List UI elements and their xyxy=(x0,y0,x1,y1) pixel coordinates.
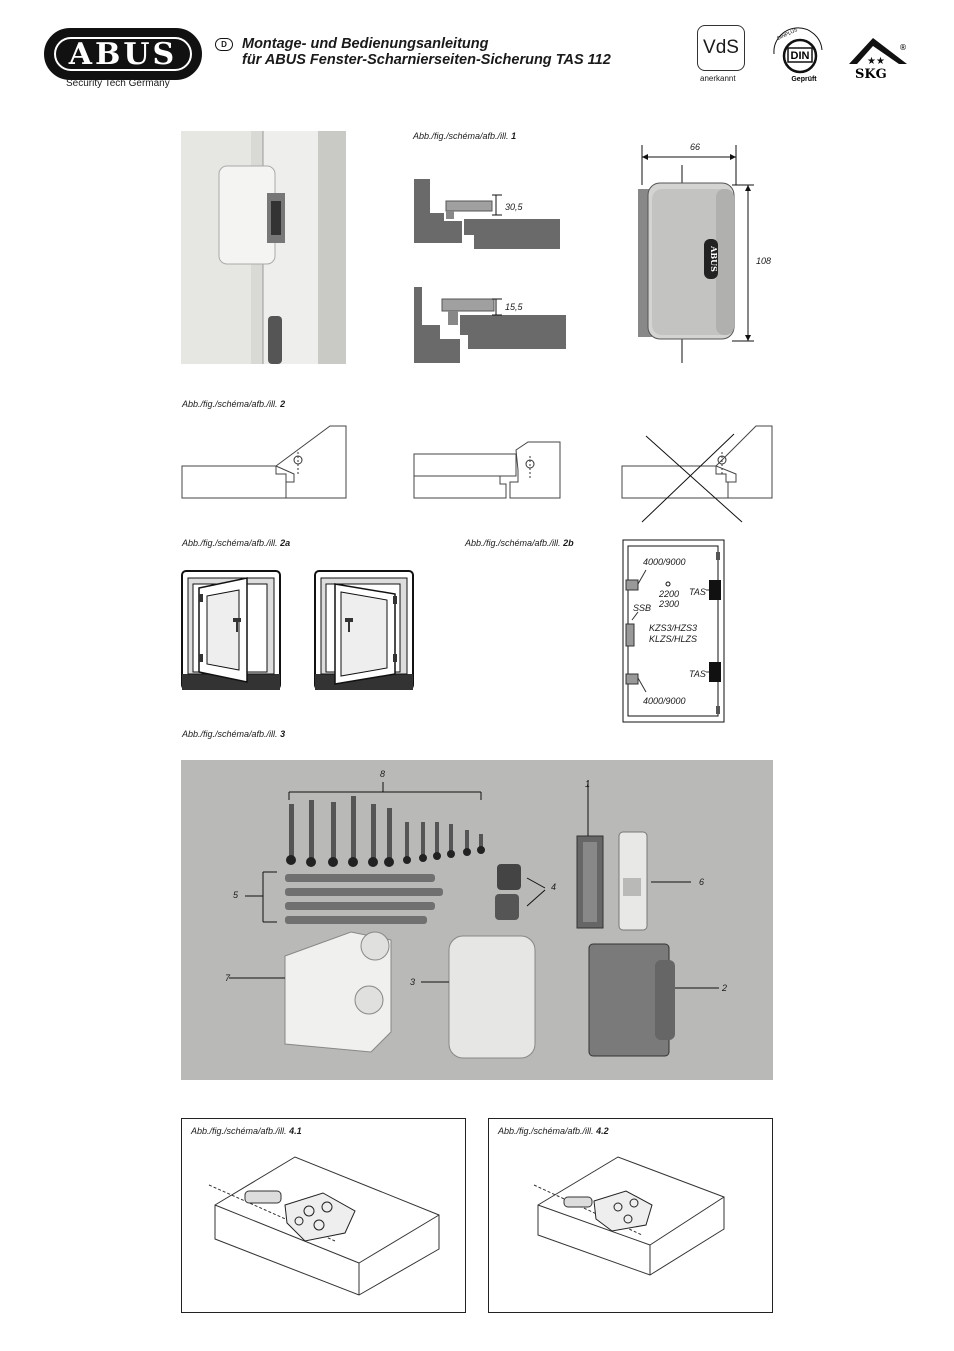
skg-text: SKG xyxy=(855,67,887,82)
fig2b-num-2200: 2200 xyxy=(659,589,680,599)
logo-text: ABUS xyxy=(54,37,192,72)
product-brand: ABUS xyxy=(709,245,719,272)
fig1-height: 108 xyxy=(756,256,772,266)
fig2b-tas-top: TAS xyxy=(689,587,706,597)
skg-badge: ★★ SKG ® xyxy=(849,38,907,82)
fig1-product-drawing: ABUS xyxy=(638,145,754,363)
fig42-caption: Abb./fig./schéma/afb./ill. 4.2 xyxy=(498,1126,609,1136)
tagline: Security Tech Germany xyxy=(66,78,170,89)
page-title: Montage- und Bedienungsanleitung für ABU… xyxy=(242,36,611,68)
fig41-caption: Abb./fig./schéma/afb./ill. 4.1 xyxy=(191,1126,302,1136)
fig2-caption: Abb./fig./schéma/afb./ill. 2 xyxy=(182,399,286,409)
fig3-label-4: 4 xyxy=(551,882,557,892)
din-sub-text: Geprüft xyxy=(791,76,817,83)
fig2b-tas-bottom: TAS xyxy=(689,669,706,679)
fig1-photo xyxy=(181,131,346,364)
abus-logo: ABUS xyxy=(44,28,202,80)
fig3-label-3: 3 xyxy=(410,977,416,987)
fig3-label-1: 1 xyxy=(585,779,591,789)
fig2-diagrams xyxy=(181,425,773,523)
fig3-label-8: 8 xyxy=(380,769,386,779)
fig3-parts-photo xyxy=(181,760,773,1080)
fig3-caption: Abb./fig./schéma/afb./ill. 3 xyxy=(182,729,286,739)
fig2b-kzs-line1: KZS3/HZS3 xyxy=(649,623,698,633)
fig2b-kzs-line2: KLZS/HLZS xyxy=(649,634,698,644)
fig42-box xyxy=(488,1118,773,1313)
fig3-label-7: 7 xyxy=(225,973,231,983)
fig2b-bottom-label: 4000/9000 xyxy=(643,696,686,706)
fig2a-caption: Abb./fig./schéma/afb./ill. 2a xyxy=(182,538,291,548)
fig1-width: 66 xyxy=(690,142,701,152)
fig1-caption: Abb./fig./schéma/afb./ill. 1 xyxy=(413,131,517,141)
din-text: DIN xyxy=(791,50,810,62)
fig1-dim-30-5: 30,5 xyxy=(505,202,523,212)
star-icon: ★★ xyxy=(867,56,885,67)
fig1-dim-15-5: 15,5 xyxy=(505,302,523,312)
title-line-2: für ABUS Fenster-Scharnierseiten-Sicheru… xyxy=(242,52,611,68)
fig2b-caption: Abb./fig./schéma/afb./ill. 2b xyxy=(465,538,574,548)
fig3-label-2: 2 xyxy=(722,983,728,993)
fig2b-ssb: SSB xyxy=(633,603,652,613)
fig2a-windows xyxy=(181,570,414,690)
fig1-profiles xyxy=(414,179,566,363)
vds-subtitle: anerkannt xyxy=(700,74,736,83)
language-badge: D xyxy=(215,38,233,51)
vds-badge: VdS xyxy=(697,25,745,71)
fig2b-top-label: 4000/9000 xyxy=(643,557,686,567)
fig41-drawing xyxy=(208,1156,440,1296)
fig2b-num-2300: 2300 xyxy=(659,599,680,609)
title-line-1: Montage- und Bedienungsanleitung xyxy=(242,36,489,52)
fig42-drawing xyxy=(533,1156,725,1276)
fig3-label-6: 6 xyxy=(699,877,705,887)
registered-mark: ® xyxy=(899,43,907,52)
fig3-label-5: 5 xyxy=(233,890,239,900)
fig2b-frame xyxy=(622,539,725,723)
din-badge: DINPLUS DIN Geprüft xyxy=(773,27,823,83)
